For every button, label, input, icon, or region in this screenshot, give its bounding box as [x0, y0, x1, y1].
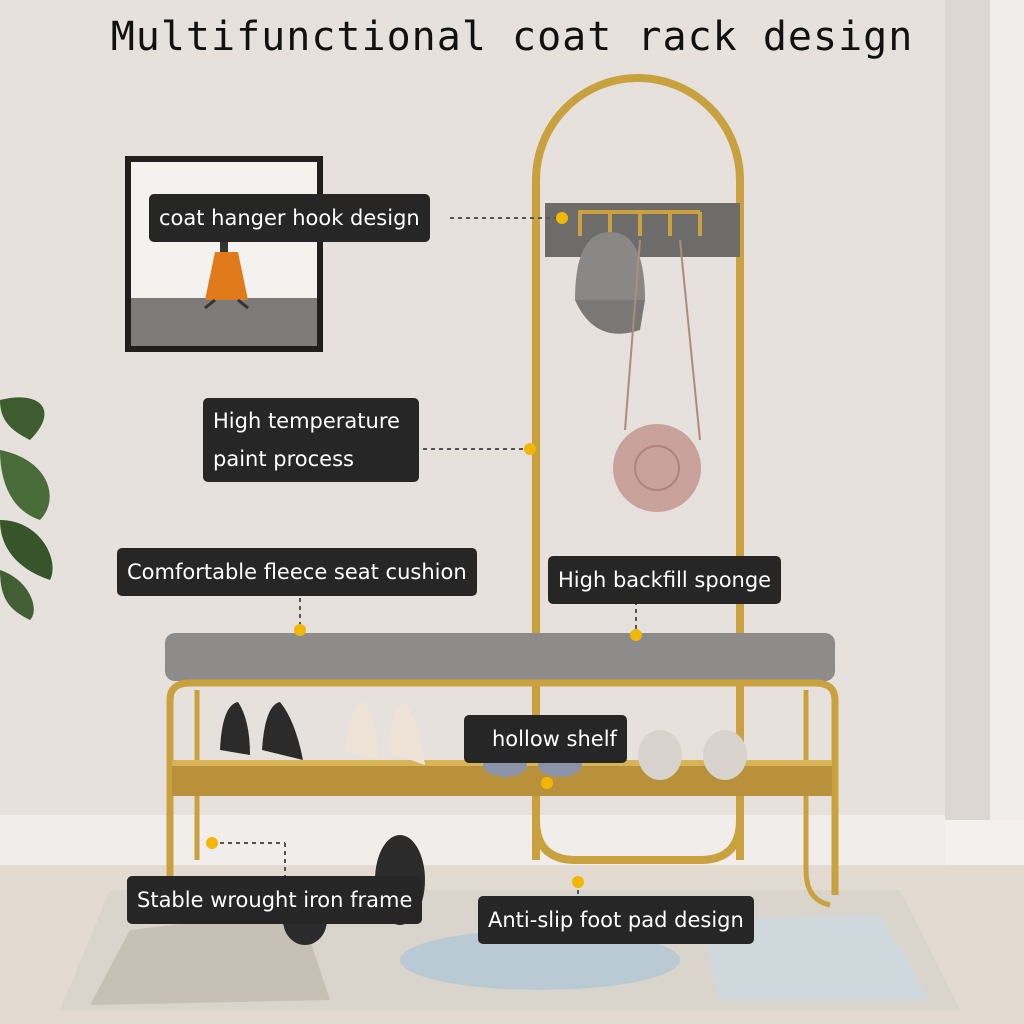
baseboard — [0, 815, 945, 865]
label-seat-cushion: Comfortable fleece seat cushion — [117, 548, 477, 596]
hook-panel — [545, 203, 740, 257]
label-foot-pad: Anti-slip foot pad design — [478, 896, 754, 944]
marker-paint — [524, 443, 536, 455]
label-paint-process: High temperature paint process — [203, 398, 419, 482]
label-iron-frame: Stable wrought iron frame — [127, 876, 423, 924]
round-bag — [613, 239, 701, 512]
marker-cushion — [294, 624, 306, 636]
plant — [0, 397, 53, 620]
marker-shelf — [541, 777, 553, 789]
label-hook-design: coat hanger hook design — [149, 194, 430, 242]
label-backfill-sponge: High backfill sponge — [548, 556, 782, 604]
wall — [0, 0, 1024, 830]
cap — [575, 232, 645, 334]
marker-hook — [556, 212, 568, 224]
label-hollow-shelf: hollow shelf — [464, 715, 627, 763]
coat-rack-arch — [532, 74, 744, 864]
page-title: Multifunctional coat rack design — [110, 14, 914, 60]
wall-picture — [125, 156, 323, 352]
wall-edge — [990, 0, 1024, 900]
marker-frame — [206, 837, 218, 849]
marker-sponge — [630, 629, 642, 641]
marker-foot — [572, 876, 584, 888]
